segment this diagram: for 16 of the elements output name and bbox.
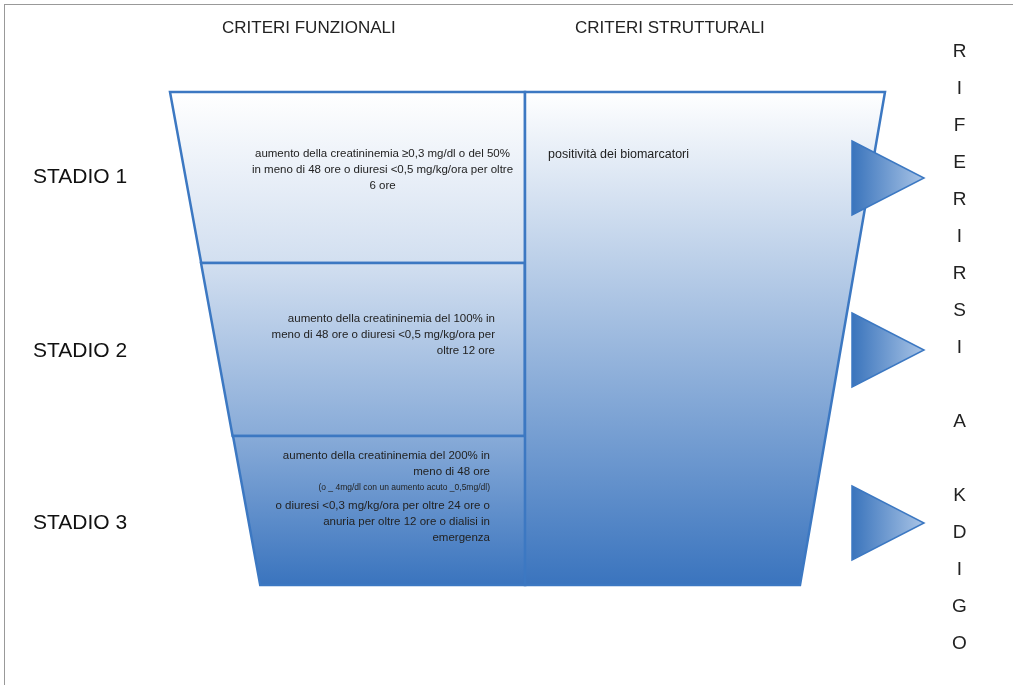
column-header: CRITERI FUNZIONALI bbox=[222, 18, 396, 38]
criteria-text: aumento della creatininemia ≥0,3 mg/dl o del 50% in meno di 48 ore o diuresi <0,5 mg/kg/ora per oltre 6 ore bbox=[250, 146, 515, 193]
vertical-note: RIFERIRSI A KDIGO bbox=[948, 40, 970, 669]
stage-label: STADIO 3 bbox=[33, 510, 128, 534]
column-header: CRITERI STRUTTURALI bbox=[575, 18, 765, 38]
stage-label: STADIO 2 bbox=[33, 338, 128, 362]
criteria-text: o diuresi <0,3 mg/kg/ora per oltre 24 ore o anuria per oltre 12 ore o dialisi in emergenza bbox=[274, 498, 490, 545]
funnel-cell bbox=[201, 263, 525, 436]
stage-label: STADIO 1 bbox=[33, 164, 128, 188]
criteria-text: aumento della creatininemia del 200% in meno di 48 ore bbox=[281, 448, 490, 479]
funnel-cell bbox=[232, 436, 525, 585]
criteria-text: positività dei biomarcatori bbox=[548, 146, 691, 162]
funnel-cell bbox=[170, 92, 525, 263]
criteria-text: aumento della creatininemia del 100% in meno di 48 ore o diuresi <0,5 mg/kg/ora per oltre 12 ore bbox=[270, 311, 495, 358]
criteria-text: (o _ 4mg/dl con un aumento acuto _0,5mg/dl) bbox=[317, 481, 490, 494]
funnel-cell bbox=[525, 92, 885, 585]
